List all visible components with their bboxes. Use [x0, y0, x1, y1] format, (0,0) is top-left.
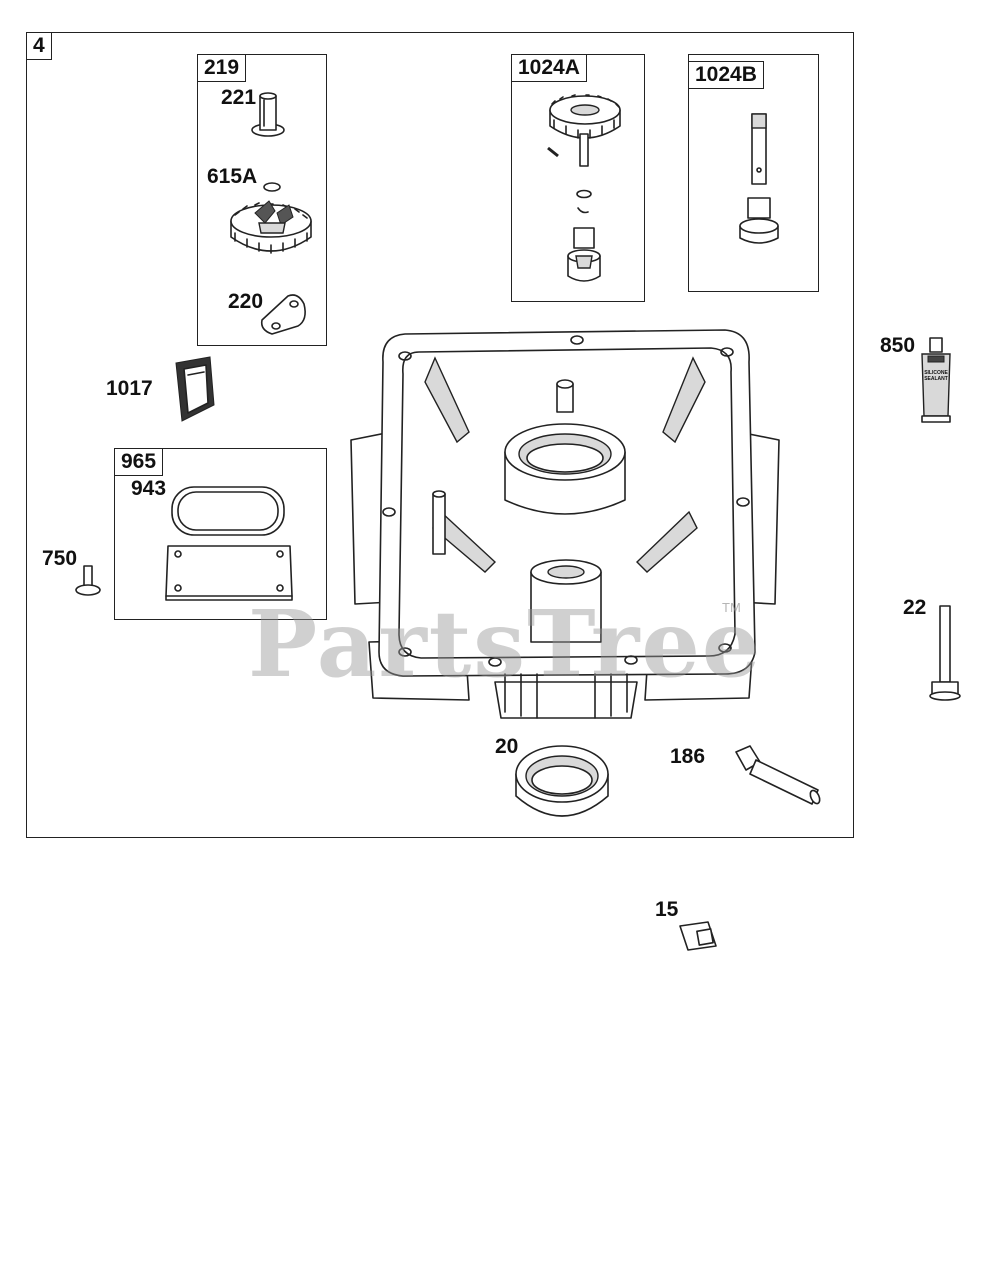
watermark: PartsTree: [248, 590, 763, 698]
subassembly-label: 219: [197, 54, 247, 82]
plug-icon[interactable]: [674, 916, 722, 956]
part-label-943[interactable]: 943: [131, 477, 167, 500]
pump-shaft-icon[interactable]: [730, 110, 790, 244]
part-label-615A[interactable]: 615A: [207, 165, 258, 188]
part-label-220[interactable]: 220: [228, 290, 264, 313]
part-label-850[interactable]: 850: [880, 334, 916, 357]
part-label-15[interactable]: 15: [655, 898, 679, 921]
part-label-20[interactable]: 20: [495, 735, 519, 758]
sealant-tube-icon[interactable]: [916, 336, 956, 426]
subassembly-box-219[interactable]: 219: [197, 54, 327, 346]
cover-plate-icon[interactable]: [160, 540, 298, 604]
cam-lever-icon[interactable]: [258, 290, 310, 340]
assembly-frame: 4: [26, 32, 854, 838]
part-label-750[interactable]: 750: [42, 547, 78, 570]
bolt-icon[interactable]: [926, 604, 966, 704]
subassembly-label: 965: [114, 448, 164, 476]
sealant-tube-text: SILICONE SEALANT: [924, 370, 948, 382]
group-label: 4: [26, 32, 52, 60]
washer-icon[interactable]: [262, 180, 282, 194]
subassembly-box-965[interactable]: 965: [114, 448, 327, 620]
screw-icon[interactable]: [74, 562, 102, 598]
subassembly-label: 1024A: [511, 54, 587, 82]
part-label-221[interactable]: 221: [221, 86, 257, 109]
breather-icon[interactable]: [170, 355, 220, 425]
part-label-22[interactable]: 22: [903, 596, 927, 619]
part-label-186[interactable]: 186: [670, 745, 706, 768]
trademark: TM: [722, 600, 741, 615]
part-label-1017[interactable]: 1017: [106, 377, 153, 400]
oil-pump-gear-icon[interactable]: [540, 90, 630, 290]
gasket-icon[interactable]: [168, 483, 290, 539]
dipstick-tube-icon[interactable]: [728, 740, 828, 810]
oil-seal-icon[interactable]: [512, 740, 612, 826]
governor-shaft-icon[interactable]: [248, 86, 288, 142]
governor-gear-icon[interactable]: [225, 193, 317, 257]
subassembly-box-1024A[interactable]: 1024A: [511, 54, 645, 302]
subassembly-box-1024B[interactable]: 1024B: [688, 54, 819, 292]
crankcase-sump-icon[interactable]: [345, 322, 785, 722]
subassembly-label: 1024B: [688, 61, 764, 89]
